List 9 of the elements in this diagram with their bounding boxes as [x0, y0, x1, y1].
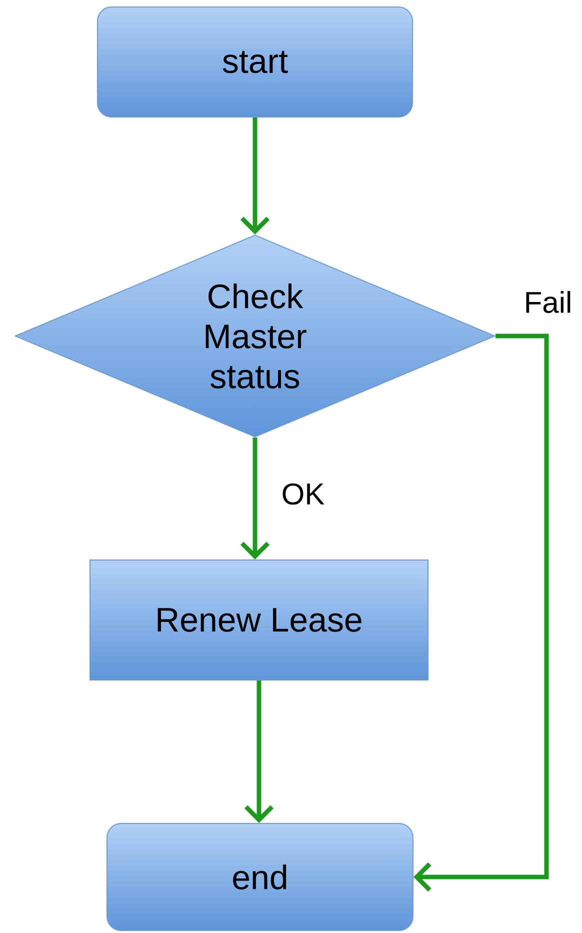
process-box: Renew Lease — [90, 560, 428, 680]
terminal-box: end — [106, 823, 414, 931]
arrow — [244, 680, 274, 823]
edge-label: OK — [280, 482, 326, 506]
arrow — [414, 334, 549, 892]
terminal-box: start — [97, 6, 413, 118]
edge-label: Fail — [522, 290, 574, 314]
arrow — [240, 118, 270, 234]
arrow — [240, 438, 270, 560]
